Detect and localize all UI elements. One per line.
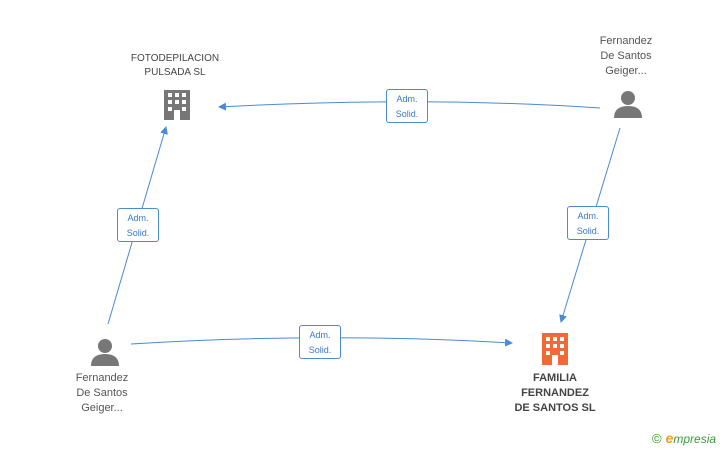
edge-role-badge[interactable]: Adm. Solid. (567, 206, 609, 240)
edge-role-badge[interactable]: Adm. Solid. (386, 89, 428, 123)
brand-logo-text: mpresia (673, 432, 717, 446)
building-icon (162, 88, 192, 121)
brand-logo-e: e (665, 430, 674, 446)
copyright-symbol: © (652, 431, 662, 446)
person-icon (91, 339, 119, 366)
company-main-label[interactable]: FAMILIA FERNANDEZ DE SANTOS SL (514, 372, 596, 414)
person-top-right-label[interactable]: Fernandez De Santos Geiger... (599, 35, 653, 77)
company-top-label[interactable]: FOTODEPILACION PULSADA SL (130, 53, 220, 78)
edge-role-badge[interactable]: Adm. Solid. (117, 208, 159, 242)
edge-role-line2: Solid. (308, 345, 332, 355)
edge-role-line2: Solid. (126, 228, 150, 238)
building-icon-highlighted (540, 333, 570, 366)
edge-role-line2: Solid. (395, 109, 419, 119)
edge-role-line1: Adm. (396, 94, 418, 104)
brand-logo: ©empresia (652, 430, 716, 446)
edge-role-line1: Adm. (577, 211, 599, 221)
person-bottom-left-label[interactable]: Fernandez De Santos Geiger... (75, 372, 129, 414)
person-icon (614, 91, 642, 118)
edge-role-line1: Adm. (309, 330, 331, 340)
edge-role-badge[interactable]: Adm. Solid. (299, 325, 341, 359)
edge-role-line2: Solid. (576, 226, 600, 236)
edge-role-line1: Adm. (127, 213, 149, 223)
